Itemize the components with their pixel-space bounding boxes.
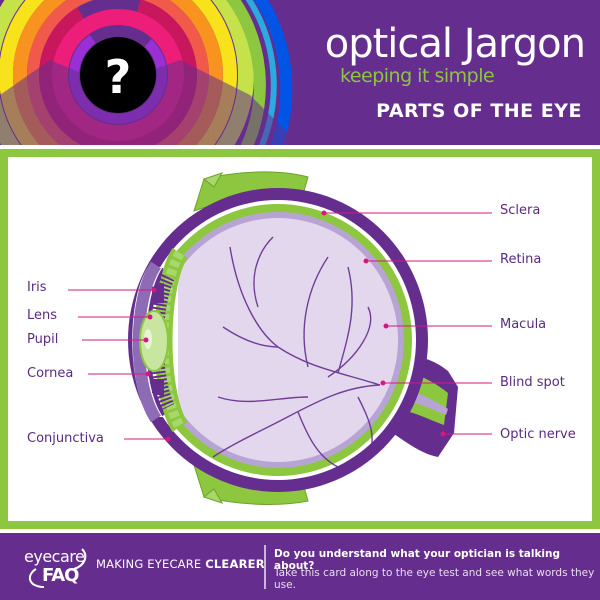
divider [0,145,600,149]
divider [0,529,600,533]
footer-divider [264,545,266,589]
label-lens: Lens [27,308,58,323]
logo-text-eyecare: eyecare [24,547,85,566]
label-cornea: Cornea [27,366,74,381]
question-badge [80,37,156,113]
page-title: PARTS OF THE EYE [376,100,582,122]
left-leader-lines [68,287,171,442]
label-pupil: Pupil [27,332,59,347]
eye-anatomy-diagram [68,171,492,505]
iris-bottom [152,379,164,397]
slogan: MAKING EYECARE CLEARER [96,557,265,571]
label-iris: Iris [27,280,47,295]
lens [139,310,169,372]
brand-tagline: keeping it simple [340,65,495,87]
footer-instruction: Take this card along to the eye test and… [274,567,595,591]
logo-text-faq: FAQ [42,565,79,586]
label-sclera: Sclera [500,203,541,218]
slogan-regular: MAKING EYECARE [96,557,206,571]
diagram-panel: Iris Lens Pupil Cornea Conjunctiva Scler… [8,157,592,521]
slogan-bold: CLEARER [205,557,265,571]
label-optic-nerve: Optic nerve [500,427,576,442]
right-leader-lines [321,210,492,437]
brand-title: optical Jargon [324,21,586,67]
question-mark-icon: ? [105,50,132,104]
vitreous-body [158,218,398,462]
eyecare-faq-logo: eyecare FAQ [22,545,92,591]
label-conjunctiva: Conjunctiva [27,431,104,446]
header-banner: ? optical Jargon keeping it simple PARTS… [0,0,600,145]
cornea [132,261,162,423]
brand-block: optical Jargon keeping it simple [300,21,586,86]
label-blind-spot: Blind spot [500,375,565,390]
logo-swoosh-icon [28,548,87,588]
footer-question: Do you understand what your optician is … [274,548,561,572]
blood-vessels [212,236,381,468]
diagram-frame: Iris Lens Pupil Cornea Conjunctiva Scler… [0,149,600,529]
rainbow-rings-graphic: ? [0,0,300,145]
label-retina: Retina [500,252,542,267]
footer: eyecare FAQ MAKING EYECARE CLEARER Do yo… [0,533,600,600]
label-macula: Macula [500,317,547,332]
